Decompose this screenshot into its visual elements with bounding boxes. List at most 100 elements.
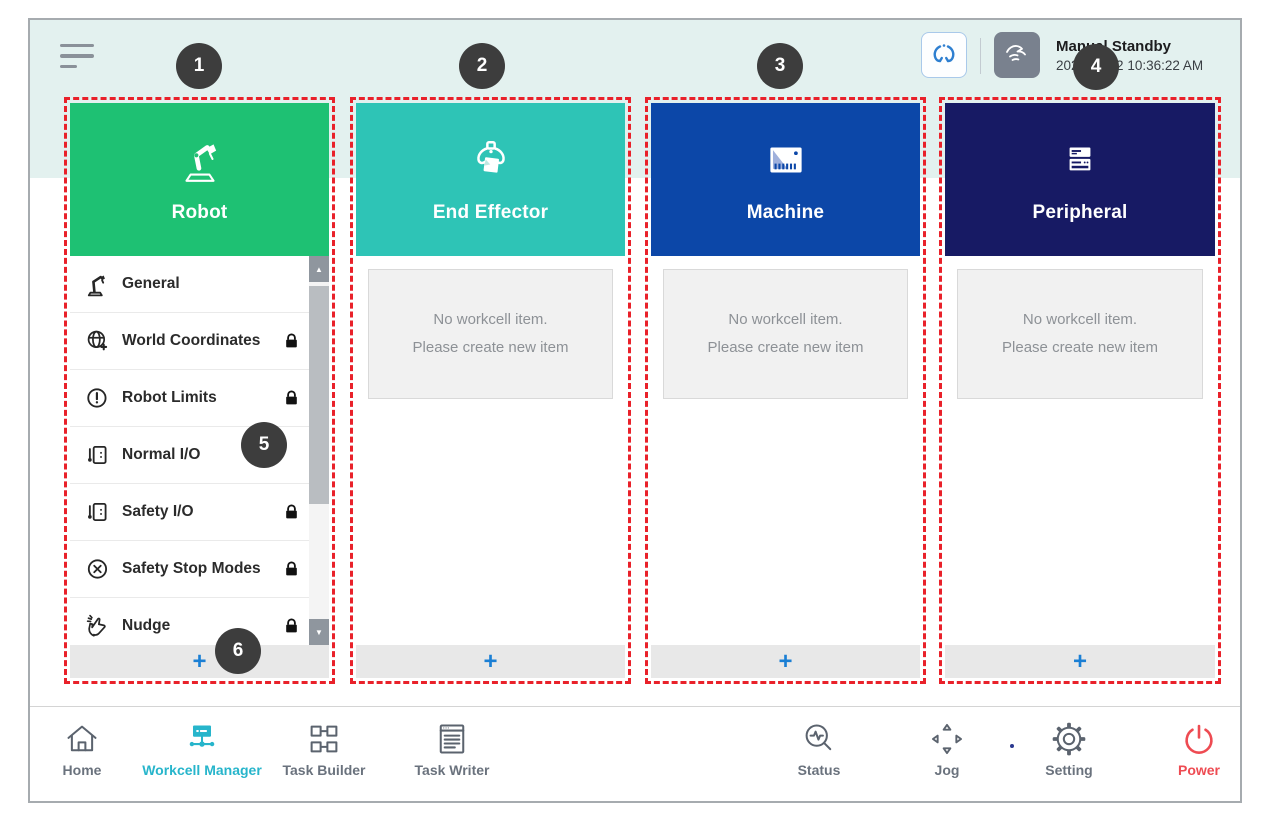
lock-icon <box>283 504 300 521</box>
workcell-manager-icon <box>184 721 220 757</box>
add-machine-item-bar[interactable]: + <box>651 645 920 678</box>
column-title: Peripheral <box>1032 201 1128 223</box>
menu-item-label: Safety Stop Modes <box>122 560 261 577</box>
menu-item-label: World Coordinates <box>122 332 261 349</box>
menu-item-safety-io[interactable]: Safety I/O <box>70 484 329 541</box>
column-title: Robot <box>171 201 228 223</box>
add-item-button[interactable]: + <box>483 647 498 675</box>
stop-modes-icon <box>83 556 113 582</box>
nav-label: Power <box>1177 762 1220 778</box>
nav-task-builder[interactable]: Task Builder <box>249 721 399 778</box>
empty-state: No workcell item. Please create new item <box>957 269 1203 399</box>
bottom-navigation: Home Workcell Manager Task <box>30 706 1240 801</box>
machine-column-header[interactable]: Machine <box>651 103 920 256</box>
empty-state: No workcell item. Please create new item <box>368 269 613 399</box>
lock-icon <box>283 333 300 350</box>
menu-item-nudge[interactable]: Nudge <box>70 598 329 645</box>
add-item-button[interactable]: + <box>778 647 793 675</box>
add-peripheral-item-bar[interactable]: + <box>945 645 1215 678</box>
nav-label: Task Builder <box>282 762 366 778</box>
io-icon <box>83 442 113 468</box>
io-icon <box>83 499 113 525</box>
scroll-down-button[interactable] <box>309 619 329 645</box>
lock-icon <box>283 561 300 578</box>
robot-column-header[interactable]: Robot <box>70 103 329 256</box>
callout-3: 3 <box>757 43 803 89</box>
general-icon <box>83 271 113 297</box>
menu-item-safety-stop-modes[interactable]: Safety Stop Modes <box>70 541 329 598</box>
peripheral-column-header[interactable]: Peripheral <box>945 103 1215 256</box>
lock-icon <box>283 618 300 635</box>
machine-column: Machine No workcell item. Please create … <box>645 97 926 684</box>
nav-power[interactable]: Power <box>1124 721 1274 778</box>
menu-item-label: Robot Limits <box>122 389 217 406</box>
task-writer-icon <box>434 721 470 757</box>
menu-item-general[interactable]: General <box>70 256 329 313</box>
empty-state: No workcell item. Please create new item <box>663 269 908 399</box>
home-icon <box>64 721 100 757</box>
machine-icon <box>761 136 811 186</box>
nav-label: Workcell Manager <box>142 762 262 778</box>
callout-6: 6 <box>215 628 261 674</box>
nav-label: Setting <box>1045 762 1093 778</box>
menu-item-normal-io[interactable]: Normal I/O <box>70 427 329 484</box>
callout-5: 5 <box>241 422 287 468</box>
add-item-button[interactable]: + <box>1072 647 1087 675</box>
app-window: Manual Standby 2022.12.22 10:36:22 AM Ro… <box>28 18 1242 803</box>
robot-limits-icon <box>83 385 113 411</box>
add-end-effector-item-bar[interactable]: + <box>356 645 625 678</box>
nav-task-writer[interactable]: Task Writer <box>377 721 527 778</box>
menu-item-label: Nudge <box>122 617 171 634</box>
scrollbar[interactable] <box>309 256 329 645</box>
task-builder-icon <box>306 721 342 757</box>
hamburger-menu-icon[interactable] <box>60 44 96 72</box>
menu-item-label: Safety I/O <box>122 503 194 520</box>
nav-jog[interactable]: Jog <box>872 721 1022 778</box>
nav-label: Home <box>62 762 102 778</box>
scroll-up-button[interactable] <box>309 256 329 282</box>
menu-item-robot-limits[interactable]: Robot Limits <box>70 370 329 427</box>
empty-state-line1: No workcell item. <box>1022 310 1138 328</box>
end-effector-icon <box>466 136 516 186</box>
callout-4: 4 <box>1073 44 1119 90</box>
peripheral-icon <box>1055 136 1105 186</box>
nav-label: Task Writer <box>414 762 490 778</box>
machine-body: No workcell item. Please create new item <box>651 256 920 645</box>
empty-state-line1: No workcell item. <box>433 310 548 328</box>
empty-state-line2: Please create new item <box>412 339 569 356</box>
nav-label: Status <box>797 762 841 778</box>
end-effector-column-header[interactable]: End Effector <box>356 103 625 256</box>
nav-workcell-manager[interactable]: Workcell Manager <box>127 721 277 778</box>
menu-item-world-coordinates[interactable]: World Coordinates <box>70 313 329 370</box>
robot-menu-list: General World Coordinates <box>70 256 329 645</box>
gripper-claw-icon <box>929 40 959 70</box>
scrollbar-thumb[interactable] <box>309 286 329 504</box>
empty-state-line2: Please create new item <box>1002 339 1158 356</box>
topbar-divider <box>980 38 981 74</box>
nav-label: Jog <box>934 762 960 778</box>
callout-2: 2 <box>459 43 505 89</box>
menu-item-label: Normal I/O <box>122 446 201 463</box>
setting-icon <box>1051 721 1087 757</box>
callout-1: 1 <box>176 43 222 89</box>
hand-mode-icon <box>1002 40 1032 70</box>
peripheral-body: No workcell item. Please create new item <box>945 256 1215 645</box>
status-icon <box>801 721 837 757</box>
nav-setting[interactable]: Setting <box>994 721 1144 778</box>
nav-status[interactable]: Status <box>744 721 894 778</box>
nav-home[interactable]: Home <box>7 721 157 778</box>
end-effector-column: End Effector No workcell item. Please cr… <box>350 97 631 684</box>
lock-icon <box>283 390 300 407</box>
menu-item-label: General <box>122 275 180 292</box>
robot-arm-icon <box>175 136 225 186</box>
column-title: Machine <box>746 201 825 223</box>
manual-mode-button[interactable] <box>994 32 1040 78</box>
small-dot <box>1010 744 1014 748</box>
empty-state-line2: Please create new item <box>707 339 864 356</box>
end-effector-body: No workcell item. Please create new item <box>356 256 625 645</box>
column-title: End Effector <box>432 201 549 223</box>
world-coordinates-icon <box>83 328 113 354</box>
add-robot-item-bar[interactable]: + <box>70 645 329 678</box>
add-item-button[interactable]: + <box>192 647 207 675</box>
robot-gripper-button[interactable] <box>921 32 967 78</box>
